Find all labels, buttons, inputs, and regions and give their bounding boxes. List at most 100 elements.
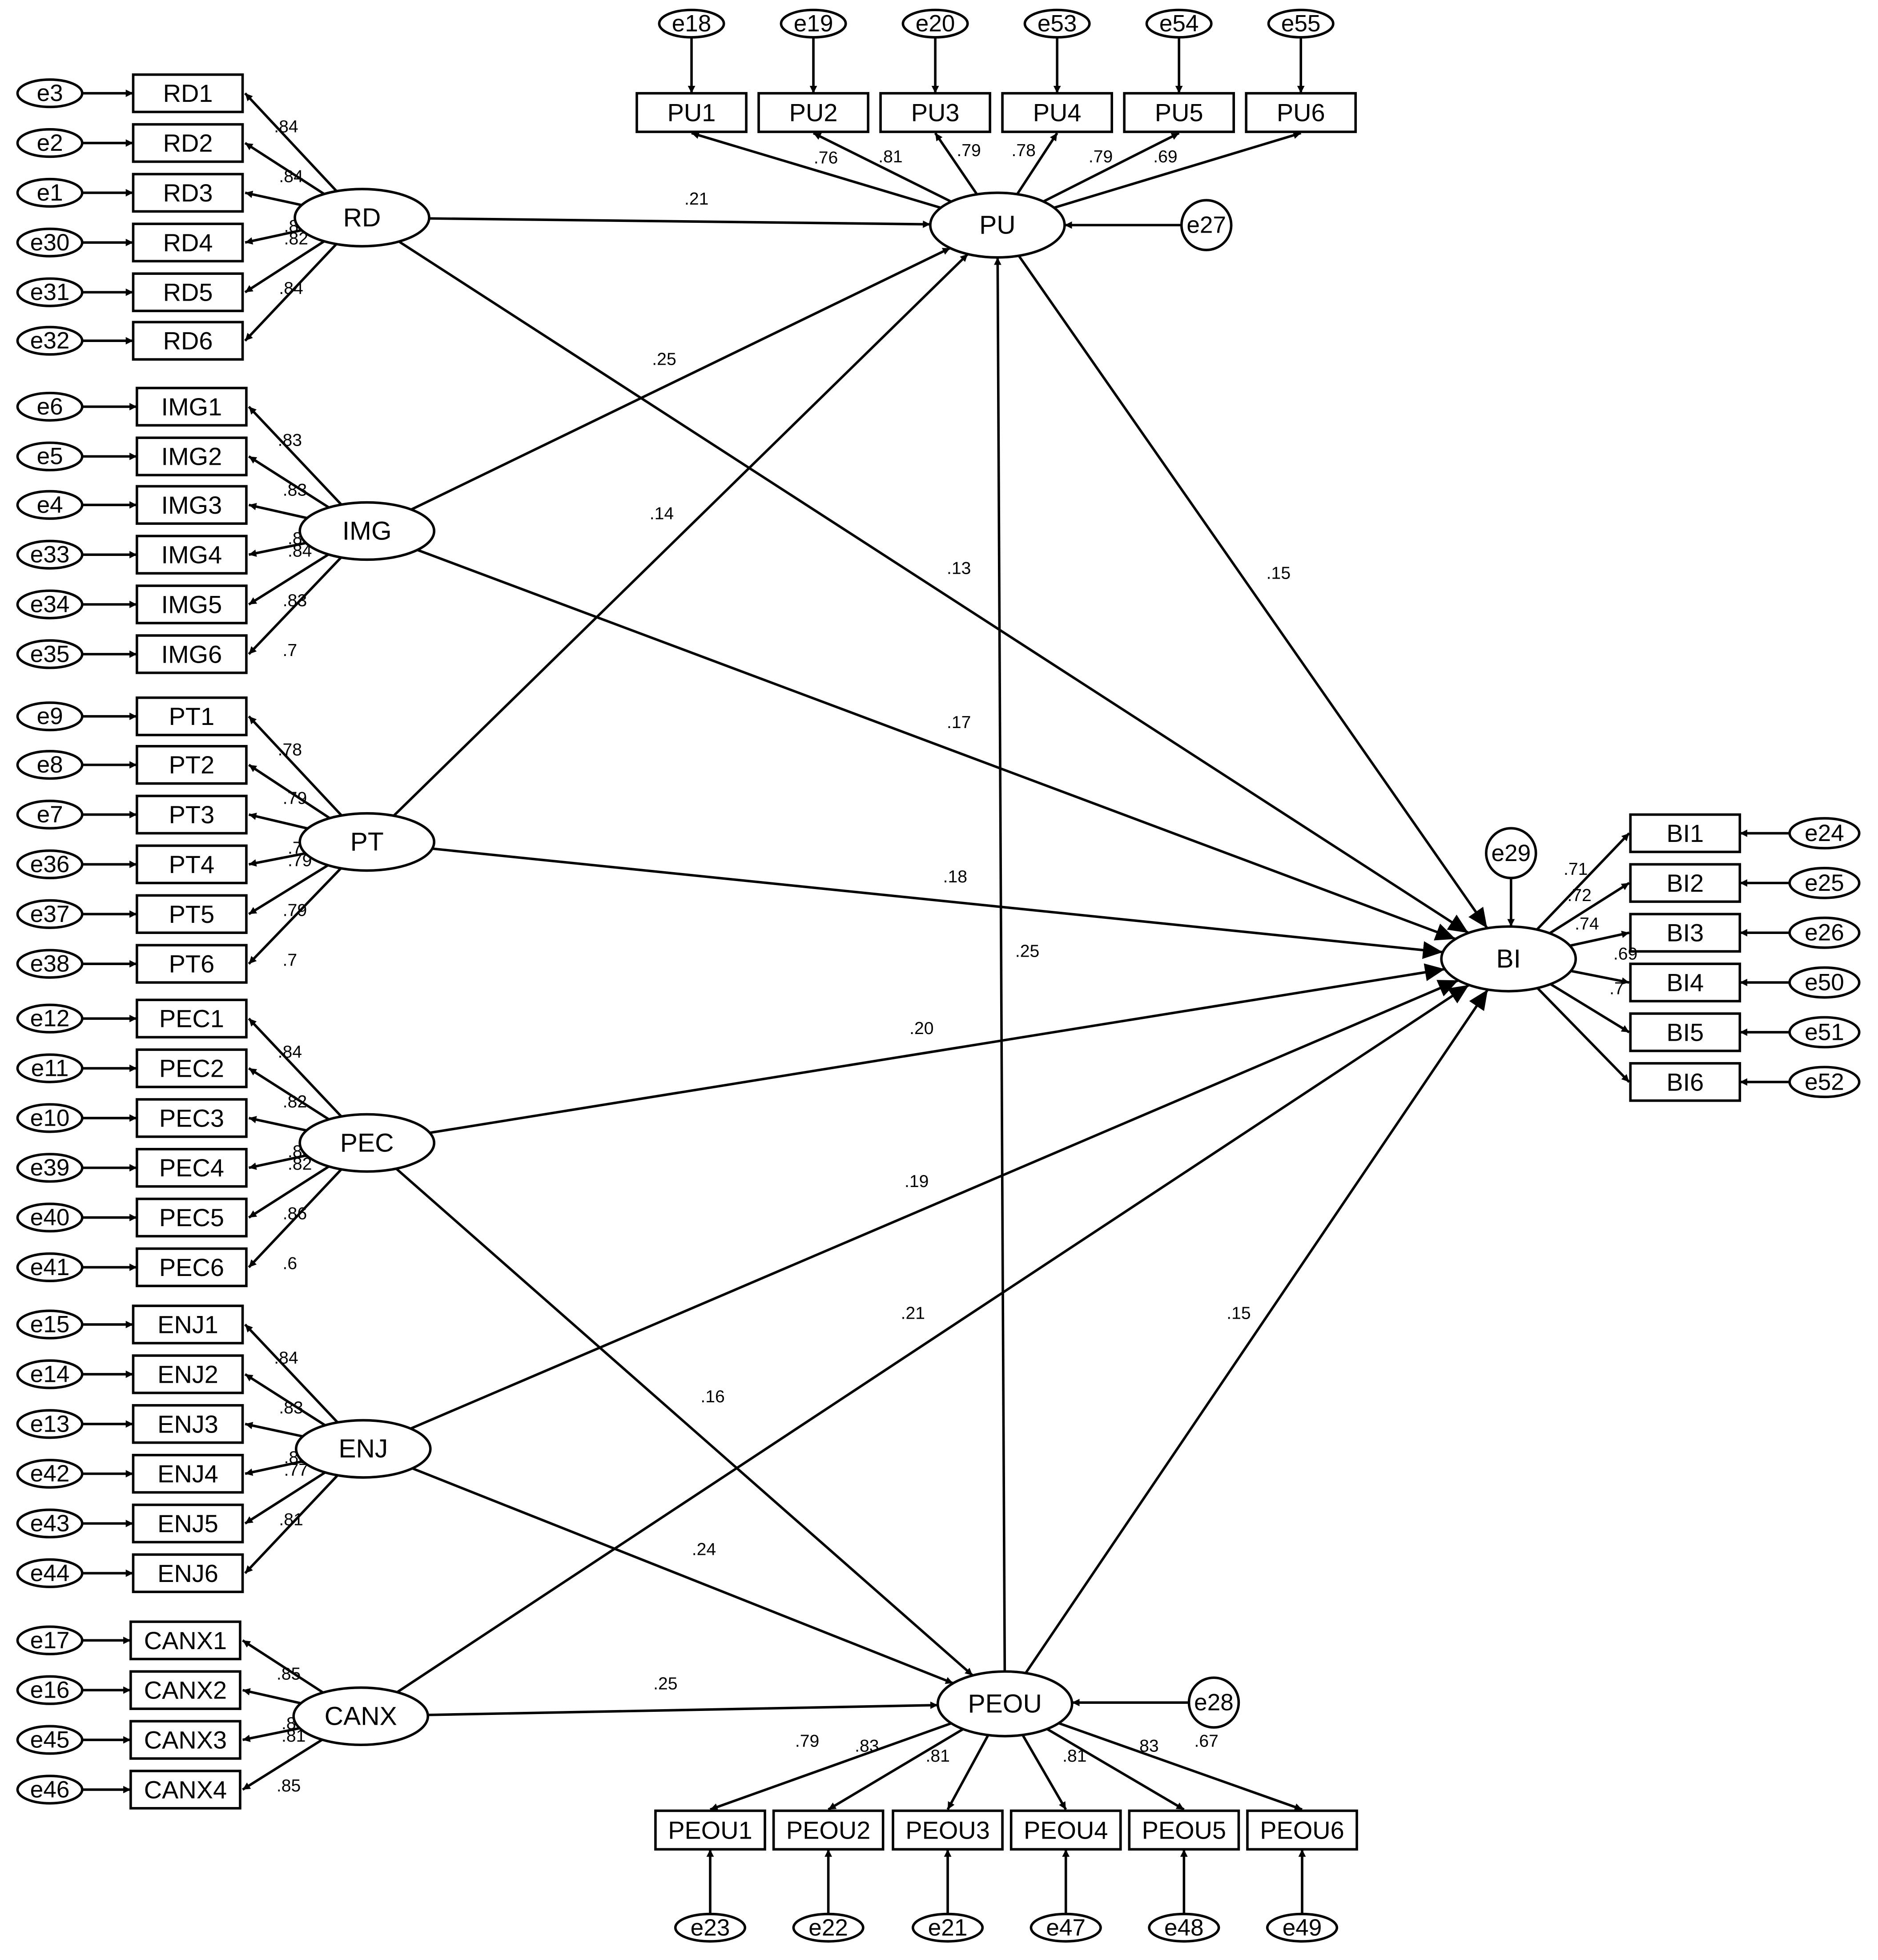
- loading-enj5: .81: [279, 1510, 303, 1529]
- error-label-e26: e26: [1805, 920, 1844, 946]
- path-enj-to-peou: [412, 1467, 954, 1685]
- measurement-model: RD1e3.84RD2e2.84RD3e1.83RD4e30.82RD5e31.…: [16, 8, 1861, 1943]
- path-img-to-bi: [417, 548, 1456, 941]
- loading-arrow-bi1: [1536, 832, 1630, 931]
- loading-arrow-pt4: [249, 852, 306, 867]
- error-label-e45: e45: [30, 1727, 70, 1753]
- error-label-e19: e19: [794, 11, 833, 37]
- path-img-to-pu: [410, 247, 951, 511]
- error-label-e6: e6: [37, 394, 63, 420]
- error-label-e50: e50: [1805, 970, 1844, 996]
- error-label-e41: e41: [30, 1254, 70, 1280]
- error-label-e33: e33: [30, 542, 70, 568]
- indicator-label-enj6: ENJ6: [157, 1559, 218, 1587]
- error-label-e52: e52: [1805, 1069, 1844, 1095]
- error-label-e38: e38: [30, 951, 70, 977]
- error-label-e3: e3: [37, 80, 63, 106]
- indicator-label-pt3: PT3: [169, 801, 215, 829]
- loading-arrow-pu6: [1054, 132, 1302, 209]
- indicator-rd1: [132, 73, 244, 113]
- loading-pt6: .7: [283, 950, 298, 970]
- error-label-e42: e42: [30, 1461, 70, 1487]
- loading-pu4: .78: [1011, 141, 1035, 160]
- indicator-peou6: [1246, 1809, 1358, 1851]
- indicator-label-bi3: BI3: [1666, 919, 1704, 947]
- loading-arrow-pu1: [691, 131, 941, 209]
- indicator-label-img2: IMG2: [161, 443, 222, 471]
- loading-arrow-img5: [248, 553, 330, 606]
- indicator-label-bi1: BI1: [1666, 819, 1704, 847]
- loading-arrow-img4: [248, 542, 306, 557]
- indicator-label-pec6: PEC6: [159, 1253, 224, 1281]
- path-peou-to-bi: [1025, 989, 1489, 1674]
- indicator-label-pt1: PT1: [169, 702, 215, 730]
- indicator-img3: [136, 485, 248, 525]
- latent-label-pec: PEC: [340, 1128, 394, 1157]
- path-rd-to-pu: [429, 217, 931, 228]
- indicator-label-pec4: PEC4: [159, 1154, 224, 1182]
- error-label-e47: e47: [1046, 1915, 1086, 1941]
- latent-label-img: IMG: [342, 517, 392, 546]
- indicator-img4: [136, 535, 248, 575]
- latent-pt: [298, 812, 435, 872]
- coef-peou-to-bi: .15: [1227, 1304, 1251, 1323]
- indicator-label-pec1: PEC1: [159, 1005, 224, 1033]
- indicator-enj2: [132, 1354, 244, 1394]
- latent-enj: [295, 1419, 432, 1479]
- indicator-bi2: [1629, 863, 1741, 903]
- indicator-bi5: [1629, 1012, 1741, 1052]
- error-label-e43: e43: [30, 1510, 70, 1537]
- indicator-label-peou6: PEOU6: [1260, 1816, 1344, 1844]
- loading-arrow-rd4: [245, 229, 302, 245]
- loading-arrow-bi2: [1549, 882, 1630, 934]
- indicator-rd6: [132, 321, 244, 361]
- loading-pu1: .76: [814, 149, 838, 168]
- error-label-e21: e21: [928, 1915, 968, 1941]
- error-label-e17: e17: [30, 1627, 70, 1654]
- coef-rd-to-pu: .21: [684, 189, 708, 209]
- indicator-pec6: [136, 1247, 248, 1288]
- indicator-label-pt5: PT5: [169, 900, 215, 928]
- indicator-label-enj1: ENJ1: [157, 1311, 218, 1339]
- loading-arrow-peou2: [828, 1728, 964, 1811]
- error-label-e20: e20: [916, 11, 955, 37]
- loading-img6: .7: [283, 641, 298, 660]
- loading-pu3: .79: [957, 141, 981, 160]
- coef-pt-to-pu: .14: [650, 504, 674, 523]
- loading-arrow-pt2: [248, 764, 330, 819]
- indicator-pt6: [136, 944, 248, 984]
- loading-arrow-pec6: [248, 1168, 342, 1268]
- latent-img: [298, 501, 435, 561]
- error-label-e23: e23: [691, 1915, 730, 1941]
- indicator-pec3: [136, 1098, 248, 1138]
- latent-label-canx: CANX: [325, 1702, 397, 1731]
- indicator-label-img1: IMG1: [161, 393, 222, 421]
- indicator-label-rd6: RD6: [163, 327, 213, 355]
- latent-label-rd: RD: [343, 203, 381, 232]
- loading-arrow-bi3: [1569, 930, 1630, 947]
- error-label-e40: e40: [30, 1204, 70, 1231]
- error-label-e25: e25: [1805, 870, 1844, 896]
- loading-img2: .83: [283, 480, 307, 499]
- error-label-e54: e54: [1159, 11, 1199, 37]
- loading-pt2: .79: [283, 789, 307, 808]
- coef-rd-to-bi: .13: [947, 559, 971, 578]
- loading-peou3: .81: [926, 1747, 950, 1766]
- error-label-e16: e16: [30, 1677, 70, 1703]
- error-label-e49: e49: [1283, 1915, 1322, 1941]
- indicator-pt4: [136, 844, 248, 885]
- loading-pec2: .82: [283, 1092, 307, 1111]
- loading-arrow-img3: [248, 503, 308, 519]
- error-label-e13: e13: [30, 1411, 70, 1437]
- loading-arrow-img2: [248, 455, 330, 509]
- error-label-e35: e35: [30, 641, 70, 667]
- indicator-label-rd5: RD5: [163, 278, 213, 306]
- path-pec-to-bi: [429, 963, 1445, 1134]
- indicator-label-pu3: PU3: [911, 99, 960, 127]
- loading-arrow-img6: [248, 556, 342, 655]
- indicator-label-img6: IMG6: [161, 640, 222, 668]
- loading-arrow-pec2: [248, 1067, 330, 1121]
- loading-arrow-rd5: [244, 240, 325, 294]
- loading-arrow-pec3: [248, 1116, 307, 1132]
- indicator-label-canx1: CANX1: [144, 1626, 227, 1654]
